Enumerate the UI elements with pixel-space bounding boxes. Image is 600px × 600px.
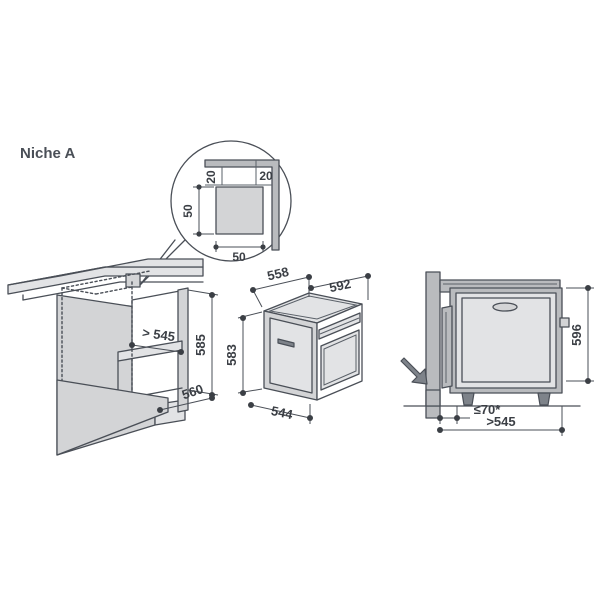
oven-door-window-inner xyxy=(323,334,357,386)
oven-depth-dimension: 558 xyxy=(250,264,312,308)
dim-dot-left xyxy=(250,287,256,293)
detail-dim-label-50-vertical: 50 xyxy=(181,204,195,218)
ext-line-left xyxy=(252,289,263,308)
dim-dot-left xyxy=(213,244,219,250)
detail-dim-50-horizontal: 50 xyxy=(213,241,266,264)
niche-height-dimension: 585 xyxy=(187,289,219,398)
detail-dim-label-50-horizontal: 50 xyxy=(232,250,246,264)
detail-dim-label-20-vertical: 20 xyxy=(204,170,218,184)
oven-side-height-label: 596 xyxy=(569,324,584,346)
niche-width-dimension: 560 xyxy=(157,381,215,413)
dim-dot-left xyxy=(437,415,443,421)
dim-dot-bottom xyxy=(240,390,246,396)
oven-height-dimension: 583 xyxy=(224,311,263,396)
dim-line xyxy=(310,275,369,289)
door-open-angle-label: ≤70* xyxy=(474,402,502,417)
worktop-cutout-marker xyxy=(125,273,141,288)
oven-side-handle xyxy=(277,338,295,348)
door-open-angle-dimension: ≤70* xyxy=(435,402,501,424)
oven-width-top-label: 592 xyxy=(328,276,352,295)
oven-door-panel xyxy=(461,297,551,383)
hidden-line-top-1 xyxy=(61,270,151,289)
cabinet-base-floor xyxy=(56,379,169,456)
dim-dot-right xyxy=(306,274,312,280)
niche-isometric-view: > 545 585 560 xyxy=(7,258,219,456)
page-title: Niche A xyxy=(20,145,75,162)
oven-foot-left xyxy=(461,392,475,406)
oven-isometric-view: 558 592 583 544 xyxy=(224,264,371,424)
oven-side-view: 596 ≤70* >545 xyxy=(400,271,594,436)
dim-dot-left xyxy=(129,342,135,348)
oven-foot-right xyxy=(537,392,551,406)
worktop-lower-edge xyxy=(22,281,204,301)
niche-depth-label: > 545 xyxy=(141,325,176,344)
dim-dot-top xyxy=(240,315,246,321)
dim-line xyxy=(159,397,213,411)
worktop-top-face xyxy=(7,258,204,286)
hidden-line-top-2 xyxy=(95,286,133,295)
dim-dot-left xyxy=(157,407,163,413)
dim-line xyxy=(252,276,310,291)
plinth-block xyxy=(425,389,441,407)
oven-door-handle xyxy=(492,302,518,312)
niche-width-label: 560 xyxy=(180,381,205,402)
oven-height-label: 583 xyxy=(224,344,239,366)
niche-depth-dimension: > 545 xyxy=(129,325,184,355)
dim-line xyxy=(131,344,182,353)
dim-dot-bottom xyxy=(196,231,202,237)
cabinet-corner-profile xyxy=(204,159,280,251)
side-depth-clearance-label: >545 xyxy=(486,414,515,429)
oven-top-inner-line xyxy=(268,295,358,320)
dim-dot-bottom xyxy=(585,378,591,384)
dim-dot-left xyxy=(308,285,314,291)
dim-dot-right xyxy=(454,415,460,421)
dim-dot-top xyxy=(196,184,202,190)
oven-side-height-dimension: 596 xyxy=(566,285,594,384)
cutout-square-50x50 xyxy=(215,186,264,235)
door-swing-arrow-icon xyxy=(400,357,428,385)
cabinet-wall-panel xyxy=(425,271,441,419)
hidden-line-top-3 xyxy=(61,287,97,295)
oven-width-bottom-label: 544 xyxy=(270,403,295,422)
dim-dot-right xyxy=(307,415,313,421)
dim-dot-right xyxy=(365,273,371,279)
corner-detail-callout: 50 50 20 20 xyxy=(139,140,292,286)
dim-dot-top xyxy=(209,292,215,298)
detail-dim-50-vertical: 50 xyxy=(181,184,214,237)
niche-height-label: 585 xyxy=(193,334,208,356)
dim-dot-right xyxy=(178,349,184,355)
detail-dim-label-20-horizontal: 20 xyxy=(259,169,273,183)
arrow-shape xyxy=(400,357,428,385)
oven-width-bottom-dimension: 544 xyxy=(248,402,313,424)
oven-door-leaf-open xyxy=(441,305,453,389)
dim-dot-top xyxy=(585,285,591,291)
dim-dot-right xyxy=(209,395,215,401)
oven-side-panel-inset xyxy=(269,317,313,394)
dim-dot-left xyxy=(437,427,443,433)
dim-dot-right xyxy=(559,427,565,433)
oven-depth-label: 558 xyxy=(266,264,291,283)
oven-width-top-dimension: 592 xyxy=(308,273,371,300)
control-panel-line xyxy=(319,317,360,335)
oven-latch-detail xyxy=(559,317,570,328)
oven-door-window xyxy=(320,329,360,391)
dim-line xyxy=(250,404,311,419)
dim-dot-left xyxy=(248,402,254,408)
dim-dot-right xyxy=(260,244,266,250)
side-depth-clearance-dimension: >545 xyxy=(437,406,565,436)
